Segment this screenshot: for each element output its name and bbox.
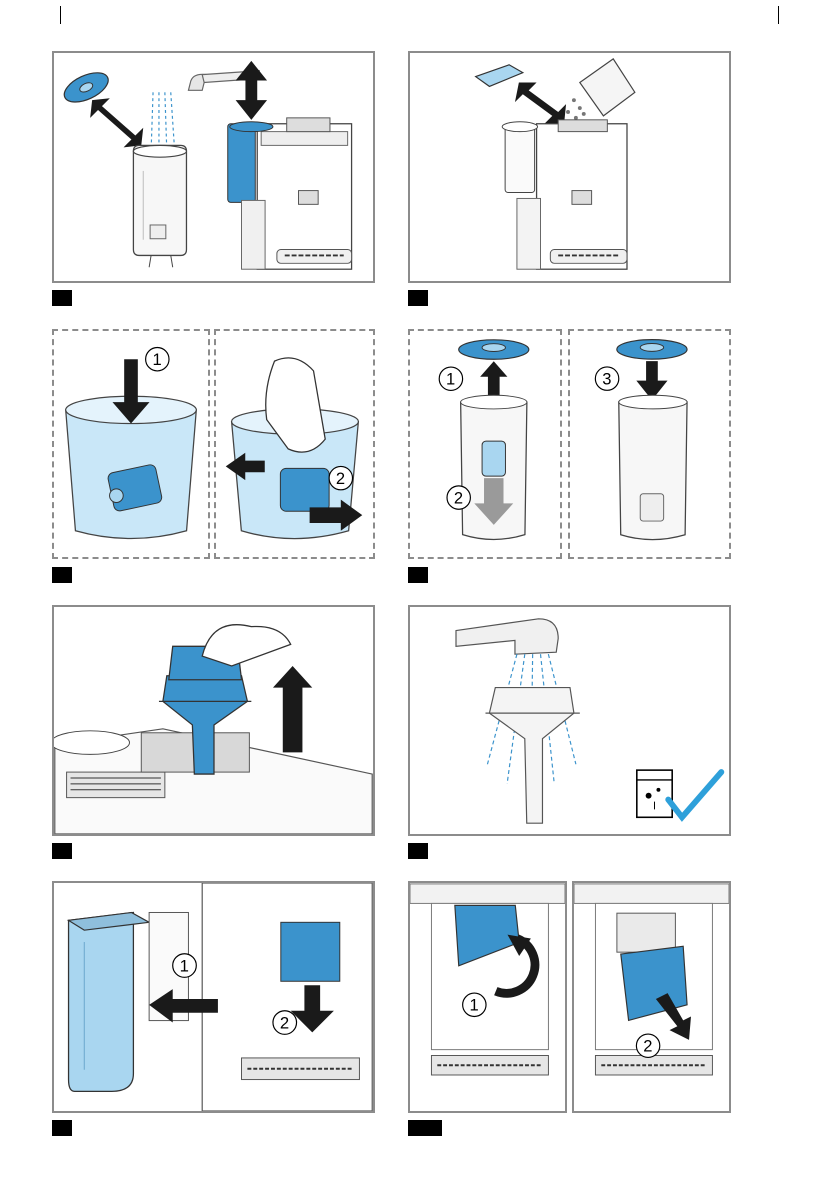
callout-1: 1 <box>469 996 478 1015</box>
illustration-panel-1 <box>52 51 375 283</box>
step-marker-3 <box>52 567 72 583</box>
step-marker-2 <box>408 290 428 306</box>
illustration-panel-3b: 2 <box>214 329 375 559</box>
check-icon <box>668 772 721 817</box>
crop-mark-left <box>60 6 61 24</box>
step-marker-5 <box>52 843 72 859</box>
arrow-up-icon <box>480 361 507 400</box>
illustration-panel-7: 1 2 <box>52 881 375 1113</box>
illustration-panel-2 <box>408 51 731 283</box>
callout-2: 2 <box>280 1013 289 1032</box>
step-marker-4 <box>408 567 428 583</box>
dishwasher-safe-icon <box>637 770 672 817</box>
illustration-panel-8b: 2 <box>572 881 731 1113</box>
water-filter-icon <box>482 441 505 476</box>
vertical-double-arrow-icon <box>236 61 267 120</box>
tap-icon <box>456 619 558 654</box>
lid-icon <box>617 340 687 360</box>
callout-1: 1 <box>180 956 189 975</box>
callout-1: 1 <box>446 370 455 389</box>
step-marker-6 <box>408 843 428 859</box>
step-marker-7 <box>52 1120 72 1136</box>
lid-icon <box>459 340 529 359</box>
callout-2: 2 <box>454 488 463 507</box>
water-tank-icon <box>69 912 150 1091</box>
bean-bag-icon <box>566 59 635 120</box>
illustration-panel-6 <box>408 605 731 836</box>
callout-2: 2 <box>336 469 345 488</box>
funnel-icon <box>485 688 579 824</box>
crop-mark-right <box>778 6 779 24</box>
drip-tray-icon <box>281 922 340 981</box>
double-arrow-icon <box>515 82 566 123</box>
arrow-down-icon <box>636 361 667 400</box>
hand-icon <box>202 625 290 666</box>
bean-container-lid-icon <box>476 65 523 87</box>
illustration-panel-8a: 1 <box>408 881 567 1113</box>
step-marker-1 <box>52 290 72 306</box>
callout-2: 2 <box>643 1037 652 1056</box>
water-tank-icon <box>133 145 186 267</box>
double-arrow-icon <box>90 98 143 147</box>
illustration-panel-4a: 1 2 <box>408 329 562 559</box>
illustration-panel-5 <box>52 605 375 836</box>
illustration-panel-4b: 3 <box>568 329 731 559</box>
callout-1: 1 <box>152 350 161 369</box>
coffee-machine-icon <box>502 120 627 269</box>
water-filter-icon <box>280 468 329 511</box>
step-marker-8 <box>408 1120 442 1136</box>
callout-3: 3 <box>602 369 611 388</box>
arrow-up-icon <box>273 666 312 752</box>
illustration-panel-3a: 1 <box>52 329 210 559</box>
coffee-machine-icon <box>228 118 352 269</box>
